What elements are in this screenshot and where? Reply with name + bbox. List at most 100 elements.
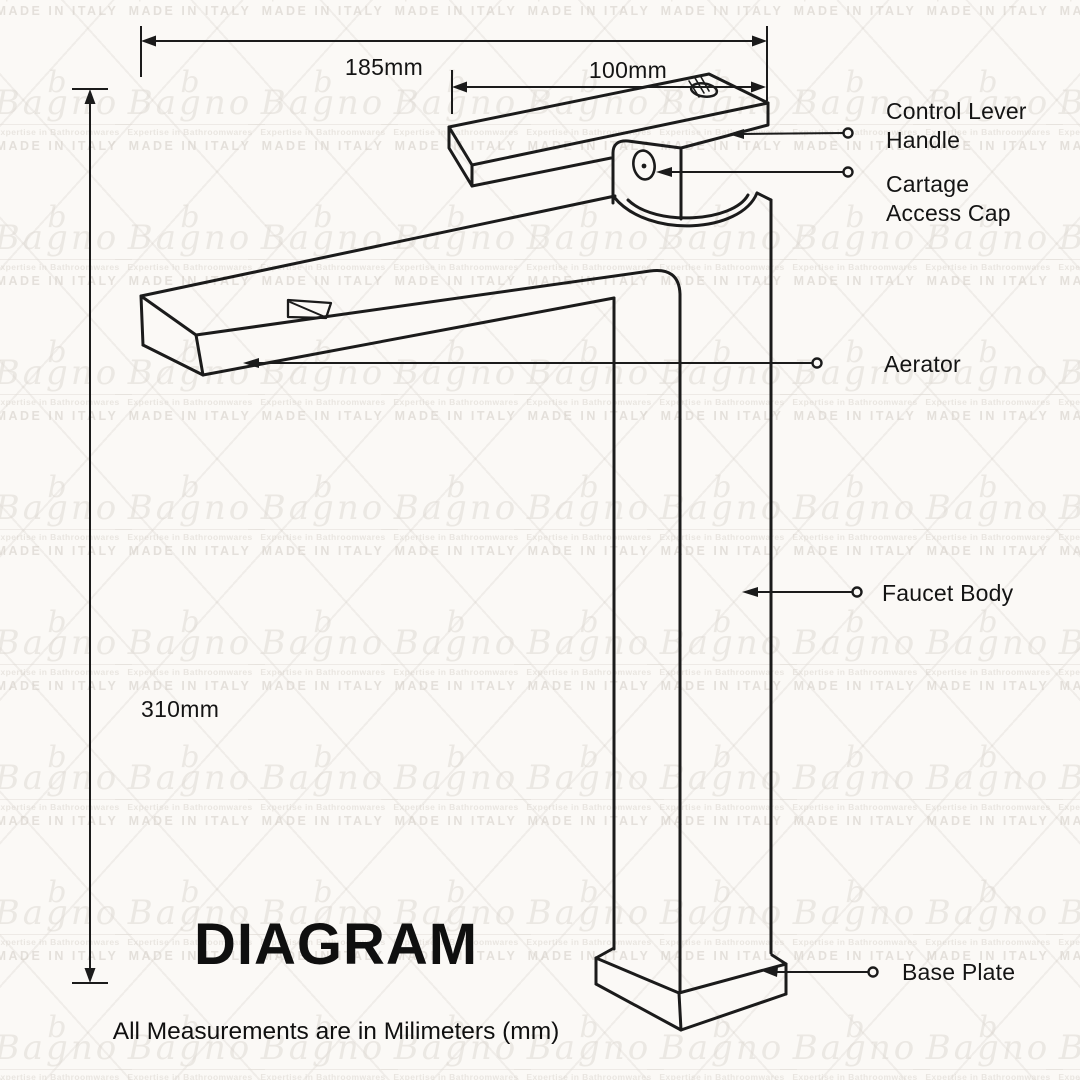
watermark-brand-text: Bagno (1046, 626, 1080, 665)
watermark-origin-text: MADE IN ITALY (793, 273, 917, 288)
watermark-tagline: Expertise in Bathroomwares (659, 937, 785, 947)
dimension-label-handle-length: 100mm (588, 57, 668, 83)
watermark-origin-text: MADE IN ITALY (926, 543, 1050, 558)
watermark-tagline: Expertise in Bathroomwares (526, 667, 652, 677)
watermark-tagline: Expertise in Bathroomwares (127, 397, 253, 407)
watermark-monogram: b (845, 335, 865, 370)
watermark-tagline: Expertise in Bathroomwares (260, 127, 386, 137)
watermark-origin-text: MADE IN ITALY (1059, 138, 1080, 153)
watermark-monogram: b (180, 335, 200, 370)
watermark-monogram: b (712, 335, 732, 370)
watermark-monogram: b (180, 200, 200, 235)
watermark-monogram: b (313, 875, 333, 910)
watermark-monogram: b (47, 875, 67, 910)
watermark-monogram: b (712, 605, 732, 640)
watermark-origin-text: MADE IN ITALY (394, 543, 518, 558)
watermark-origin-text: MADE IN ITALY (660, 273, 784, 288)
cartridge-housing (611, 139, 683, 221)
watermark-monogram: b (579, 65, 599, 100)
watermark-brand-text: Bagno (0, 626, 132, 665)
watermark-brand-text: Bagno (913, 221, 1063, 260)
watermark-tagline: Expertise in Bathroomwares (127, 667, 253, 677)
faucet-outline (139, 72, 788, 1032)
watermark-monogram: b (712, 470, 732, 505)
leader-aerator (243, 357, 823, 369)
watermark-origin-text: MADE IN ITALY (660, 408, 784, 423)
watermark-origin-text: MADE IN ITALY (261, 3, 385, 18)
watermark-brand-text: Bagno (1046, 1031, 1080, 1070)
watermark-brand-text: Bagno (248, 626, 398, 665)
handle-plate (447, 72, 770, 188)
watermark-origin-text: MADE IN ITALY (128, 273, 252, 288)
watermark-tagline: Expertise in Bathroomwares (1046, 0, 1080, 2)
watermark-tagline: Expertise in Bathroomwares (1058, 802, 1080, 812)
watermark-brand-text: Bagno (115, 491, 265, 530)
watermark-monogram: b (579, 200, 599, 235)
watermark-brand-text: Bagno (913, 86, 1063, 125)
watermark-brand-text: Bagno (248, 86, 398, 125)
watermark-brand-text: Bagno (115, 356, 265, 395)
watermark-origin-text: MADE IN ITALY (0, 408, 119, 423)
watermark-origin-text: MADE IN ITALY (660, 948, 784, 963)
dimension-100mm (451, 70, 766, 114)
watermark-monogram: b (845, 875, 865, 910)
watermark-origin-text: MADE IN ITALY (926, 3, 1050, 18)
watermark-origin-text: MADE IN ITALY (0, 813, 119, 828)
collar-dome (612, 191, 759, 228)
watermark-monogram: b (579, 470, 599, 505)
watermark-monogram: b (180, 740, 200, 775)
watermark-monogram: b (845, 740, 865, 775)
callout-leaders (243, 127, 879, 978)
watermark-monogram: b (47, 740, 67, 775)
watermark-brand-text: Bagno (0, 356, 132, 395)
watermark-tagline: Expertise in Bathroomwares (526, 397, 652, 407)
watermark-tagline: Expertise in Bathroomwares (393, 127, 519, 137)
watermark-tagline: Expertise in Bathroomwares (647, 0, 797, 2)
watermark-origin-text: MADE IN ITALY (926, 678, 1050, 693)
watermark-brand-text: Bagno (780, 221, 930, 260)
watermark-tagline: Expertise in Bathroomwares (381, 0, 531, 2)
watermark-brand-text: Bagno (0, 86, 132, 125)
dimension-185mm (140, 26, 768, 101)
watermark-monogram: b (978, 1010, 998, 1045)
watermark-tagline: Expertise in Bathroomwares (0, 937, 120, 947)
watermark-origin-text: MADE IN ITALY (926, 408, 1050, 423)
watermark-tagline: Expertise in Bathroomwares (260, 262, 386, 272)
watermark-origin-text: MADE IN ITALY (0, 543, 119, 558)
callout-control-lever-handle: Control Lever Handle (886, 97, 1027, 155)
watermark-tagline: Expertise in Bathroomwares (514, 0, 664, 2)
watermark-origin-text: MADE IN ITALY (793, 3, 917, 18)
watermark-tagline: Expertise in Bathroomwares (393, 532, 519, 542)
watermark-origin-text: MADE IN ITALY (394, 408, 518, 423)
watermark-monogram: b (446, 335, 466, 370)
watermark-monogram: b (712, 1010, 732, 1045)
watermark-origin-text: MADE IN ITALY (1059, 813, 1080, 828)
watermark-monogram: b (579, 605, 599, 640)
faucet-body-column (612, 191, 773, 955)
watermark-origin-text: MADE IN ITALY (0, 138, 119, 153)
watermark-brand-text: Bagno (248, 896, 398, 935)
callout-cartage-line1: Cartage (886, 171, 970, 197)
watermark-monogram: b (845, 605, 865, 640)
watermark-brand-text: Bagno (0, 1031, 132, 1070)
watermark-origin-text: MADE IN ITALY (0, 273, 119, 288)
watermark-tagline: Expertise in Bathroomwares (913, 0, 1063, 2)
watermark-origin-text: MADE IN ITALY (926, 948, 1050, 963)
